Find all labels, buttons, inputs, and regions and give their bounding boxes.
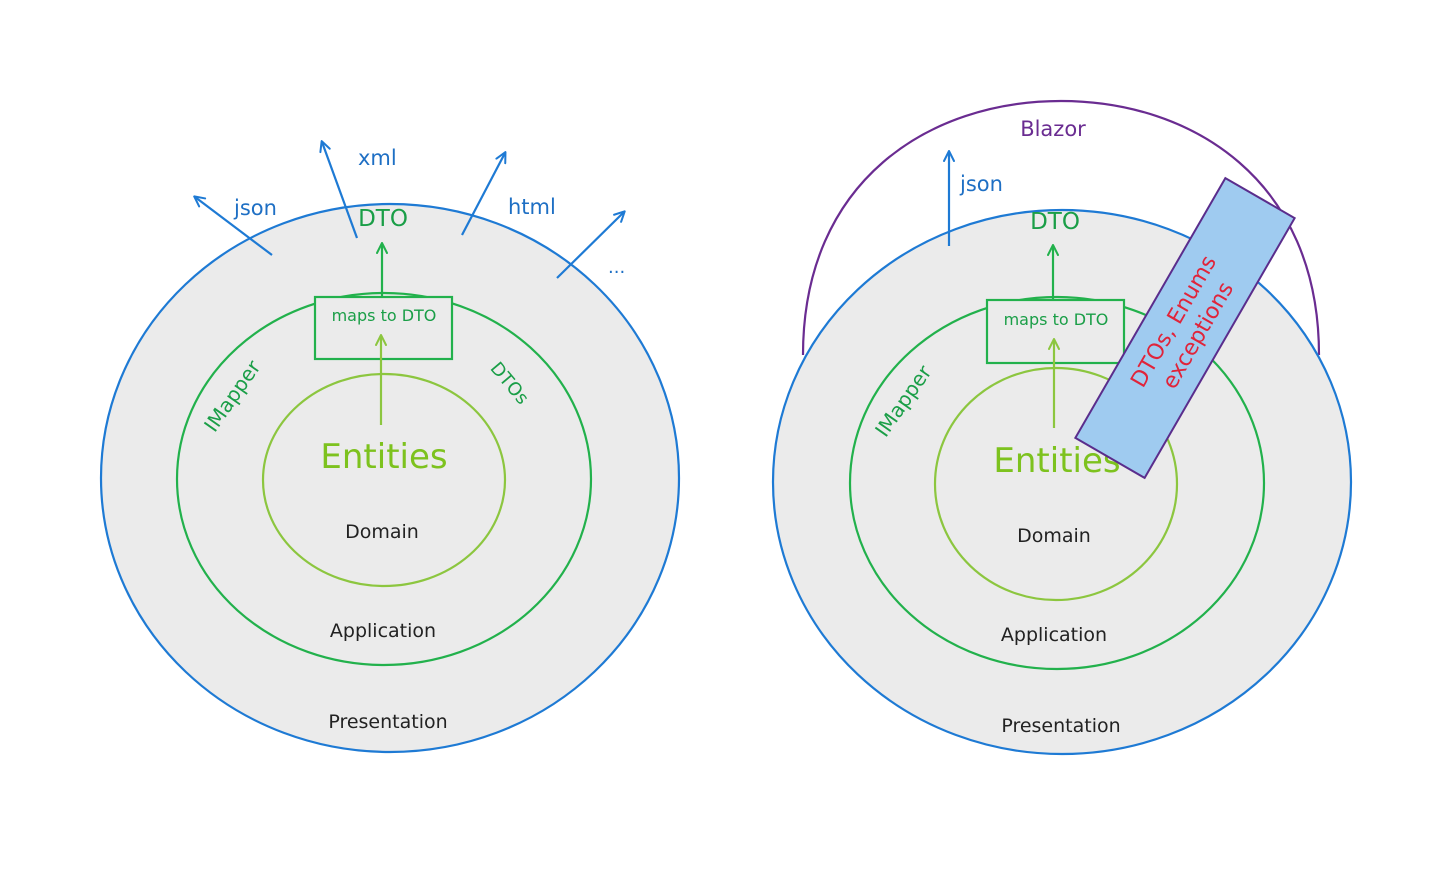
domain-label: Domain xyxy=(1017,525,1091,547)
dto-label: DTO xyxy=(358,206,408,232)
mapper-box xyxy=(313,295,454,361)
more-label: ... xyxy=(608,257,625,278)
xml-label: xml xyxy=(358,146,397,170)
mapper-box-label: maps to DTO xyxy=(332,306,437,325)
mapper-box xyxy=(985,298,1126,365)
blazor-label: Blazor xyxy=(1020,117,1086,141)
domain-label: Domain xyxy=(345,521,419,543)
mapper-box-label: maps to DTO xyxy=(1004,310,1109,329)
application-label: Application xyxy=(330,620,436,642)
html-arrow xyxy=(461,151,507,236)
xml-arrow xyxy=(319,140,359,239)
presentation-label: Presentation xyxy=(1001,715,1120,737)
json-arrow xyxy=(193,195,273,256)
left-diagram: json xml html ... DTO maps to DTO IMappe… xyxy=(99,140,681,754)
entities-label: Entities xyxy=(320,437,447,477)
right-diagram: Blazor json DTO maps to DTO IMapper Enti… xyxy=(771,99,1353,756)
more-arrow xyxy=(556,210,626,279)
dto-label: DTO xyxy=(1030,209,1080,235)
presentation-label: Presentation xyxy=(328,711,447,733)
json-label: json xyxy=(959,172,1003,196)
application-label: Application xyxy=(1001,624,1107,646)
domain-ring xyxy=(261,372,507,588)
shared-kernel-rect xyxy=(1073,176,1297,480)
json-label: json xyxy=(233,196,277,220)
html-label: html xyxy=(508,195,556,219)
